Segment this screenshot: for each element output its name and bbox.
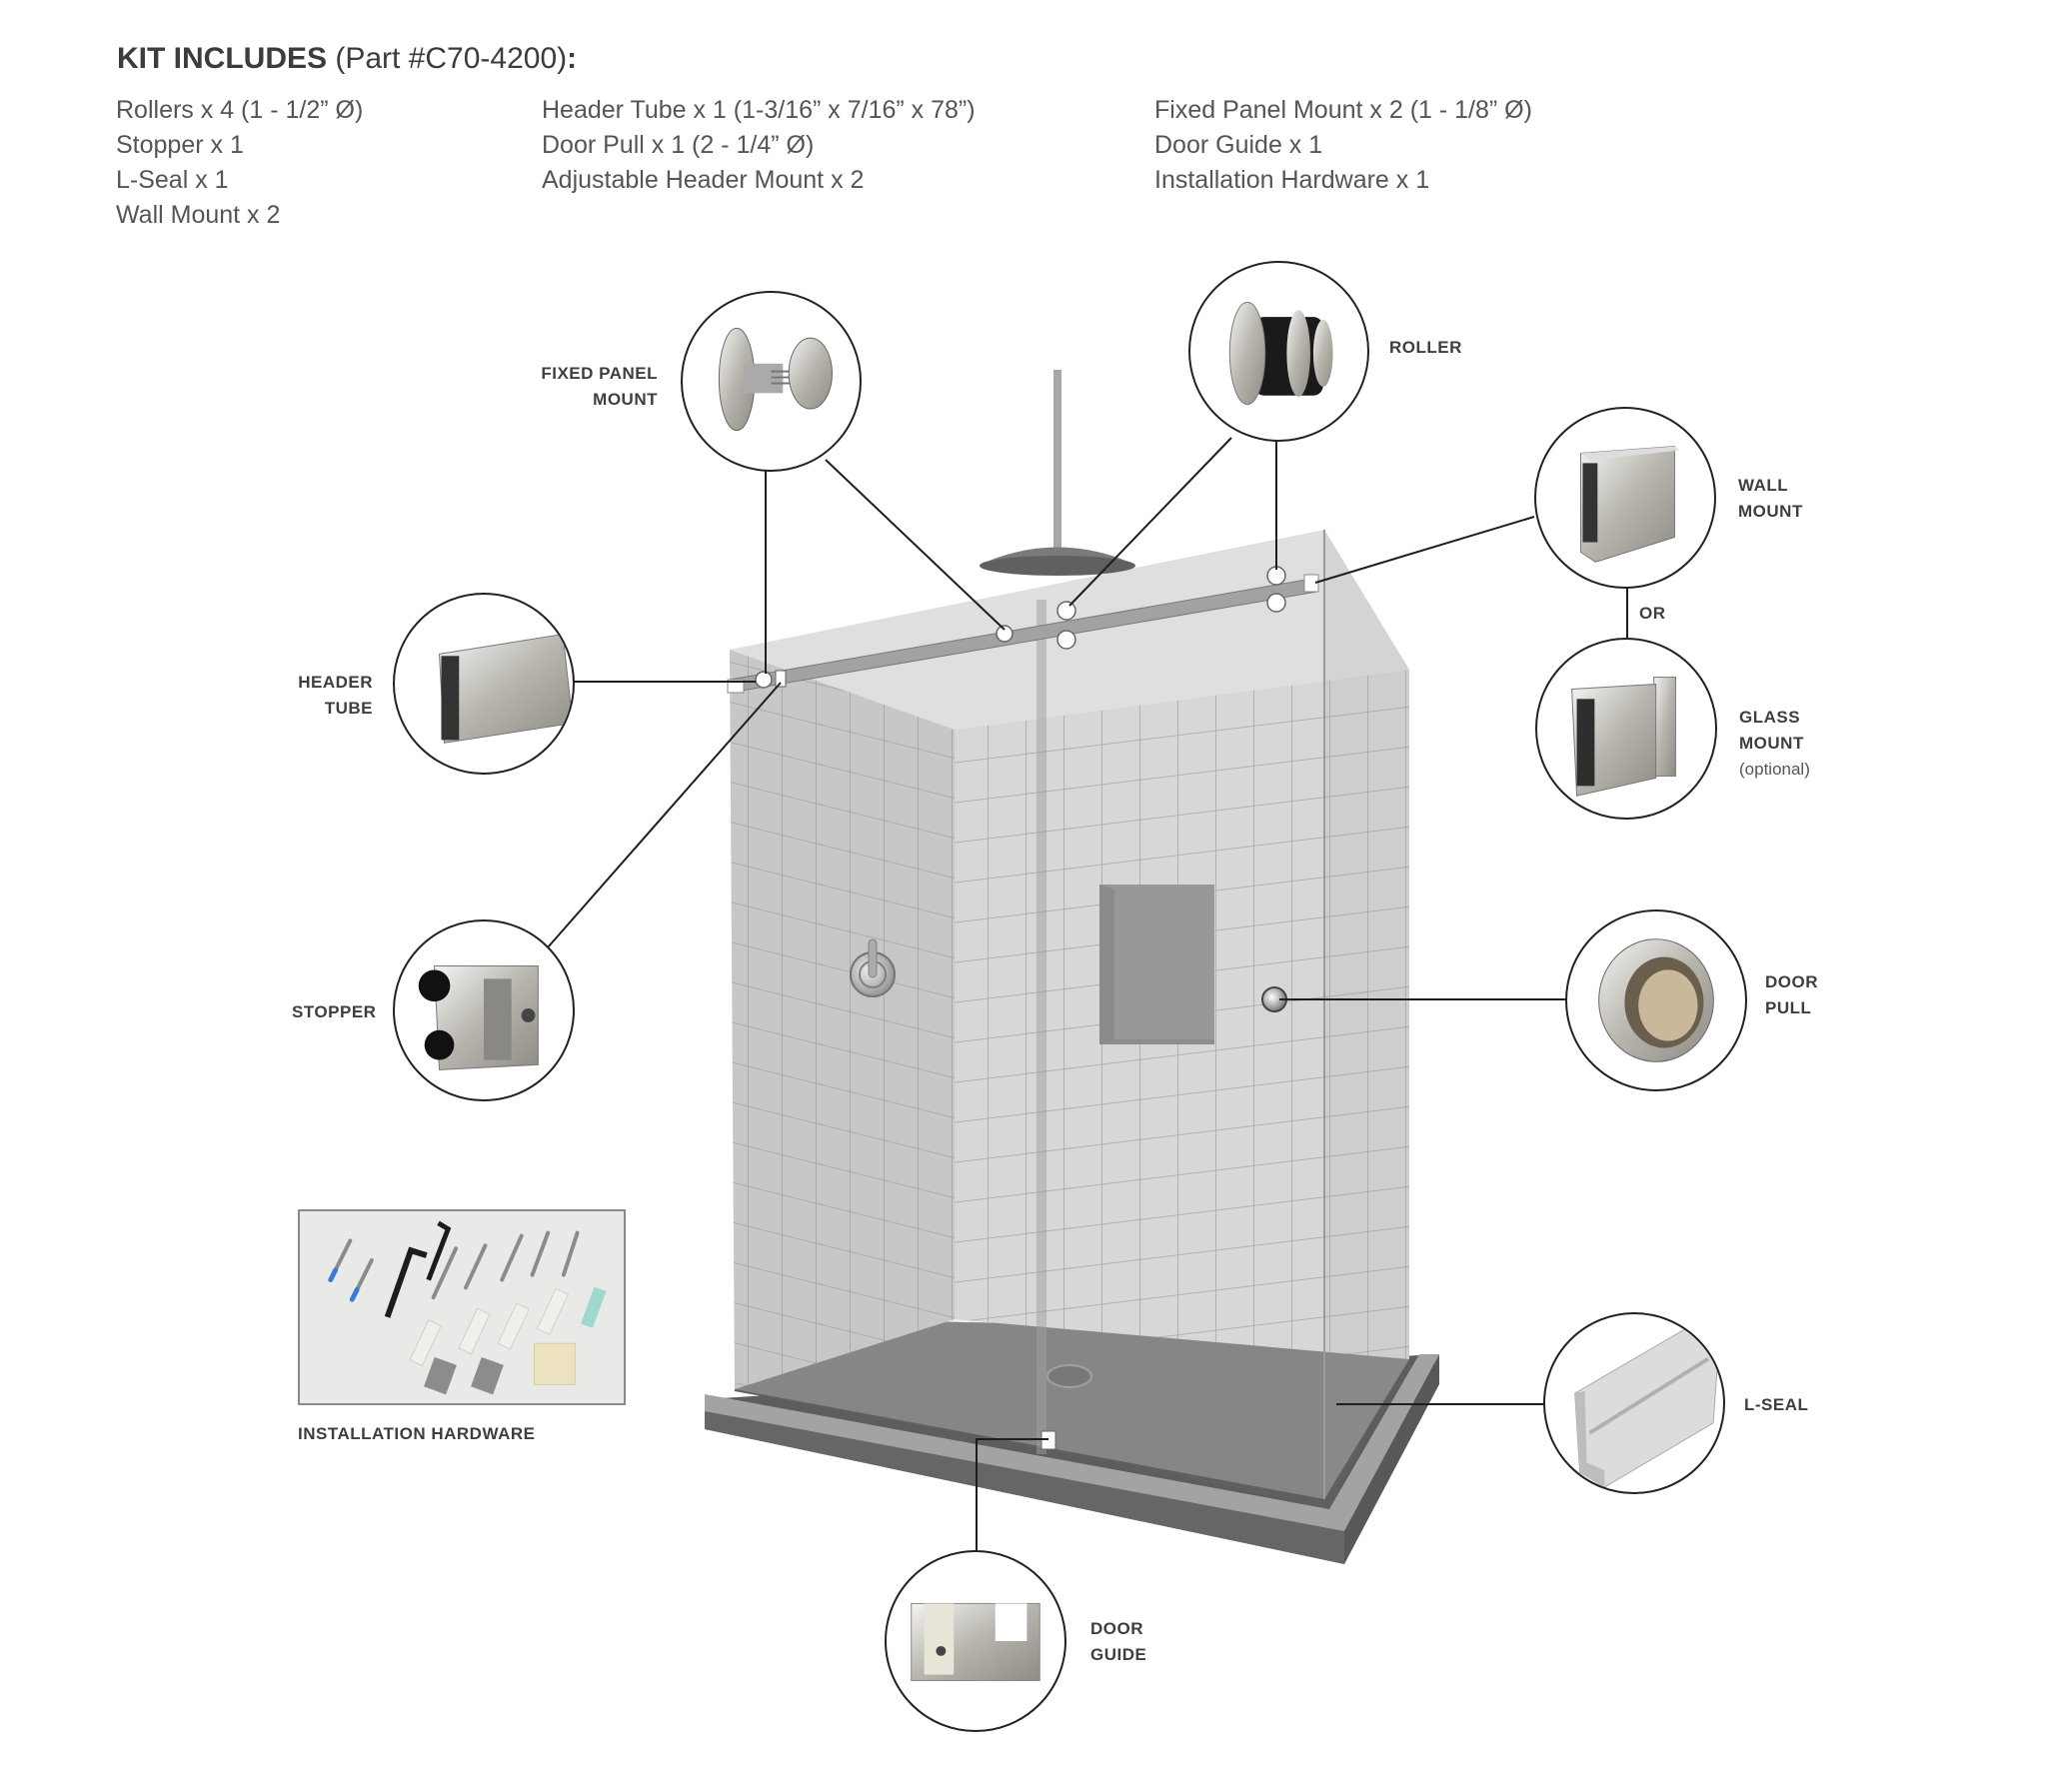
installation-hardware-icon bbox=[328, 1220, 607, 1395]
roller-icon bbox=[1228, 301, 1333, 406]
kit-item: Door Guide x 1 bbox=[1154, 131, 1323, 159]
label-line: FIXED PANEL bbox=[541, 364, 658, 383]
kit-item: Adjustable Header Mount x 2 bbox=[542, 166, 865, 194]
label-line: GLASS bbox=[1739, 708, 1801, 727]
glass-mount-callout bbox=[1535, 638, 1717, 820]
wall-mount-icon bbox=[1580, 446, 1680, 563]
glass-enclosure bbox=[730, 530, 1409, 1499]
kit-title: KIT INCLUDES (Part #C70-4200): bbox=[117, 42, 577, 76]
kit-list-column-2: Header Tube x 1 (1-3/16” x 7/16” x 78”) … bbox=[542, 93, 976, 198]
kit-item: Door Pull x 1 (2 - 1/4” Ø) bbox=[542, 131, 815, 159]
kit-item: Wall Mount x 2 bbox=[116, 201, 281, 229]
label-line: PULL bbox=[1765, 998, 1812, 1017]
l-seal-label: L-SEAL bbox=[1744, 1392, 1808, 1418]
roller-marker bbox=[1056, 601, 1076, 621]
label-line: GUIDE bbox=[1090, 1645, 1147, 1664]
left-tile-wall bbox=[730, 650, 955, 1389]
label-line: TUBE bbox=[324, 699, 373, 718]
label-line: HEADER bbox=[298, 673, 373, 692]
kit-title-colon: : bbox=[567, 42, 578, 75]
wall-niche bbox=[1099, 885, 1214, 1044]
roller-marker bbox=[1056, 630, 1076, 650]
stopper-icon bbox=[418, 965, 539, 1070]
door-guide-label: DOOR GUIDE bbox=[1090, 1616, 1146, 1668]
or-label: OR bbox=[1639, 604, 1666, 623]
door-pull-callout bbox=[1565, 909, 1747, 1091]
wall-mount-callout bbox=[1534, 407, 1716, 589]
header-tube-label: HEADER TUBE bbox=[280, 670, 373, 722]
roller-label: ROLLER bbox=[1389, 335, 1462, 361]
kit-item: Installation Hardware x 1 bbox=[1154, 166, 1430, 194]
label-line: DOOR bbox=[1090, 1619, 1143, 1638]
l-seal-callout bbox=[1543, 1312, 1725, 1494]
glass-mount-icon bbox=[1571, 677, 1676, 797]
leader-line bbox=[1068, 437, 1232, 607]
roller-callout bbox=[1188, 261, 1369, 442]
kit-part-number: (Part #C70-4200) bbox=[327, 42, 568, 75]
fixed-panel-mount-marker bbox=[755, 671, 773, 689]
door-guide-callout bbox=[885, 1550, 1066, 1732]
label-line: WALL bbox=[1738, 476, 1789, 495]
fixed-panel-mount-marker bbox=[996, 625, 1014, 643]
roller-marker bbox=[1266, 593, 1286, 613]
kit-item: Rollers x 4 (1 - 1/2” Ø) bbox=[116, 96, 364, 124]
leader-lines bbox=[547, 437, 1628, 1551]
kit-list-column-1: Rollers x 4 (1 - 1/2” Ø) Stopper x 1 L-S… bbox=[116, 93, 363, 233]
optional-note: (optional) bbox=[1739, 760, 1810, 779]
header-tube-callout bbox=[393, 593, 575, 775]
header-tube bbox=[727, 566, 1319, 694]
label-line: DOOR bbox=[1765, 972, 1818, 991]
label-line: ROLLER bbox=[1389, 338, 1462, 357]
stopper-callout bbox=[393, 919, 575, 1101]
fixed-panel-mount-callout bbox=[681, 291, 862, 472]
wall-mount-label: WALL MOUNT bbox=[1738, 473, 1803, 525]
door-pull-icon bbox=[1598, 938, 1714, 1062]
label-line: MOUNT bbox=[593, 390, 658, 409]
label-line: L-SEAL bbox=[1744, 1395, 1809, 1414]
kit-item: Fixed Panel Mount x 2 (1 - 1/8” Ø) bbox=[1154, 96, 1532, 124]
label-line: MOUNT bbox=[1738, 502, 1803, 521]
kit-item: L-Seal x 1 bbox=[116, 166, 229, 194]
kit-title-bold: KIT INCLUDES bbox=[117, 42, 327, 75]
shower-head-icon bbox=[980, 370, 1135, 576]
leader-line bbox=[1314, 516, 1535, 584]
fixed-panel-mount-label: FIXED PANEL MOUNT bbox=[520, 361, 658, 413]
header-tube-icon bbox=[438, 633, 573, 744]
kit-item: Stopper x 1 bbox=[116, 131, 244, 159]
stopper-label: STOPPER bbox=[292, 999, 376, 1025]
door-pull-label: DOOR PULL bbox=[1765, 969, 1818, 1021]
fixed-panel-mount-icon bbox=[718, 327, 833, 432]
door-guide-icon bbox=[911, 1602, 1040, 1682]
l-seal-icon bbox=[1574, 1323, 1719, 1488]
glass-mount-label: GLASS MOUNT (optional) bbox=[1739, 705, 1810, 783]
installation-hardware-photo bbox=[298, 1209, 626, 1405]
shower-floor bbox=[735, 1319, 1404, 1499]
shower-valve-icon bbox=[850, 938, 896, 997]
stopper-marker bbox=[775, 670, 787, 688]
leader-line bbox=[547, 682, 782, 948]
kit-item: Header Tube x 1 (1-3/16” x 7/16” x 78”) bbox=[542, 96, 976, 124]
installation-hardware-label: INSTALLATION HARDWARE bbox=[298, 1424, 536, 1443]
label-line: STOPPER bbox=[292, 1002, 377, 1021]
leader-line bbox=[825, 459, 1006, 631]
leader-line bbox=[976, 1438, 1048, 1551]
shower-base bbox=[705, 1319, 1439, 1564]
label-line: MOUNT bbox=[1739, 734, 1804, 753]
kit-list-column-3: Fixed Panel Mount x 2 (1 - 1/8” Ø) Door … bbox=[1154, 93, 1532, 198]
drain-icon bbox=[1046, 1364, 1092, 1388]
